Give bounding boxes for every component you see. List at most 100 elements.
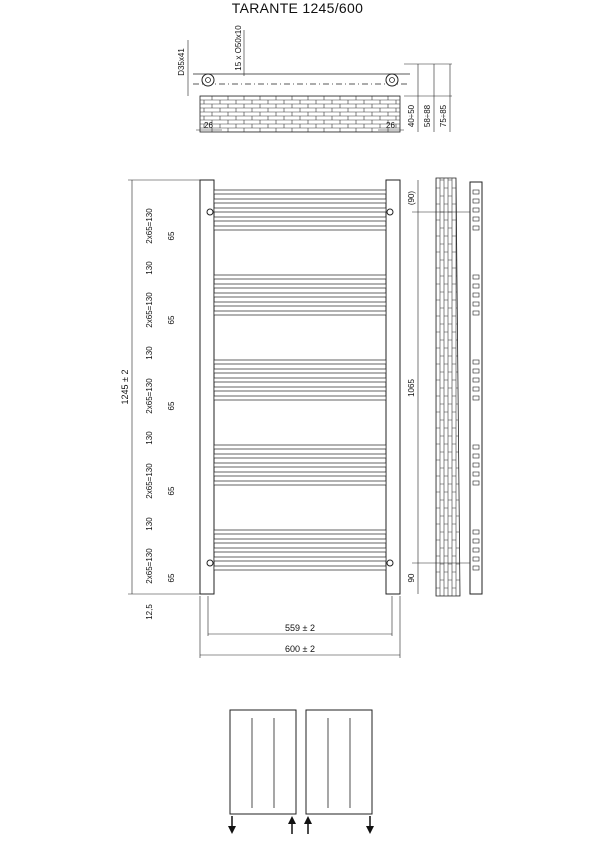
group-4-bracket-dim: 2x65=130 <box>145 463 154 499</box>
side-bar-end <box>472 274 480 280</box>
heating-bar <box>213 198 387 204</box>
depth-dim-2: 58÷88 <box>423 104 432 127</box>
side-bar-end <box>472 462 480 468</box>
side-bar-ends <box>472 189 480 571</box>
connection-diagrams <box>228 709 374 834</box>
right-pipe-inner-icon <box>389 77 395 83</box>
side-bar-end <box>472 292 480 298</box>
depth-dim-3: 75÷85 <box>439 104 448 127</box>
side-bar-end <box>472 565 480 571</box>
side-view: (90) 1065 90 <box>407 177 483 597</box>
side-bar-end <box>472 198 480 204</box>
group-2-pitch-dim: 65 <box>167 315 176 324</box>
connection-right-panel <box>305 709 373 815</box>
side-bar-end <box>472 547 480 553</box>
heating-bar <box>213 292 387 298</box>
group-dimensions: 2x65=130 65 130 2x65=130 65 130 2x65=130… <box>145 208 176 584</box>
group-2-bracket-dim: 2x65=130 <box>145 292 154 328</box>
arrow-down-icon <box>366 816 374 834</box>
group-4-pitch-dim: 65 <box>167 486 176 495</box>
arrow-up-icon <box>304 816 312 834</box>
side-bar-end <box>472 310 480 316</box>
group-1-pitch-dim: 65 <box>167 231 176 240</box>
heating-bar <box>213 310 387 316</box>
depth-dim-1: 40÷50 <box>407 104 416 127</box>
drawing-title: TARANTE 1245/600 <box>231 0 364 16</box>
bracket-height-dim: 1065 <box>407 379 416 397</box>
inner-width-dim: 559 ± 2 <box>285 623 315 633</box>
heating-bar <box>213 189 387 195</box>
side-bar-end <box>472 395 480 401</box>
heating-bar <box>213 207 387 213</box>
side-bar-end <box>472 471 480 477</box>
heating-bar <box>213 480 387 486</box>
heating-bar <box>213 359 387 365</box>
heating-bar <box>213 471 387 477</box>
left-pipe-inner-icon <box>205 77 211 83</box>
side-bar-end <box>472 225 480 231</box>
bracket-bottom-right-icon <box>386 559 394 567</box>
side-bar-end <box>472 189 480 195</box>
side-view-wall <box>435 177 461 597</box>
heating-bar <box>213 462 387 468</box>
side-bar-end <box>472 359 480 365</box>
group-5-bracket-dim: 2x65=130 <box>145 548 154 584</box>
gap-3-dim: 130 <box>145 431 154 445</box>
group-1-bracket-dim: 2x65=130 <box>145 208 154 244</box>
heating-bar <box>213 274 387 280</box>
side-bar-end <box>472 386 480 392</box>
pipe-spec-label: 15 x O50x10 <box>234 25 243 71</box>
heating-bar <box>213 377 387 383</box>
bottom-offset-dim: 12,5 <box>145 604 154 620</box>
bracket-top-left-icon <box>206 208 214 216</box>
side-bar-end <box>472 216 480 222</box>
heating-bar <box>213 386 387 392</box>
side-bar-end <box>472 453 480 459</box>
heating-bar <box>213 283 387 289</box>
heating-bar <box>213 547 387 553</box>
arrow-up-icon <box>288 816 296 834</box>
heating-bar <box>213 538 387 544</box>
heating-bar <box>213 556 387 562</box>
side-bar-end <box>472 444 480 450</box>
group-3-pitch-dim: 65 <box>167 401 176 410</box>
pipe-diameter-label: D35x41 <box>177 48 186 76</box>
side-bar-end <box>472 480 480 486</box>
heating-bar <box>213 216 387 222</box>
side-bar-end <box>472 301 480 307</box>
right-offset-dim: 26 <box>386 121 395 130</box>
left-offset-dim: 26 <box>204 121 213 130</box>
outer-width-dim: 600 ± 2 <box>285 644 315 654</box>
side-bar-end <box>472 368 480 374</box>
gap-4-dim: 130 <box>145 517 154 531</box>
heating-bar <box>213 368 387 374</box>
heating-bars <box>213 189 387 571</box>
heating-bar <box>213 395 387 401</box>
top-view-wall <box>199 95 401 133</box>
heating-bar <box>213 225 387 231</box>
heating-bar <box>213 301 387 307</box>
group-3-bracket-dim: 2x65=130 <box>145 378 154 414</box>
bottom-bracket-dim: 90 <box>407 573 416 582</box>
right-collector <box>385 179 401 595</box>
heating-bar <box>213 453 387 459</box>
arrow-down-icon <box>228 816 236 834</box>
top-view: D35x41 15 x O50x10 40÷50 58÷88 75÷85 26 … <box>177 25 452 133</box>
overall-height-dim: 1245 ± 2 <box>120 370 130 405</box>
top-offset-dim: (90) <box>407 191 416 206</box>
connection-left-panel <box>229 709 297 815</box>
side-bar-end <box>472 538 480 544</box>
left-collector <box>199 179 215 595</box>
side-bar-end <box>472 207 480 213</box>
heating-bar <box>213 444 387 450</box>
gap-2-dim: 130 <box>145 346 154 360</box>
side-bar-end <box>472 556 480 562</box>
side-bar-end <box>472 529 480 535</box>
side-bar-end <box>472 283 480 289</box>
heating-bar <box>213 565 387 571</box>
bracket-bottom-left-icon <box>206 559 214 567</box>
bracket-top-right-icon <box>386 208 394 216</box>
heating-bar <box>213 529 387 535</box>
